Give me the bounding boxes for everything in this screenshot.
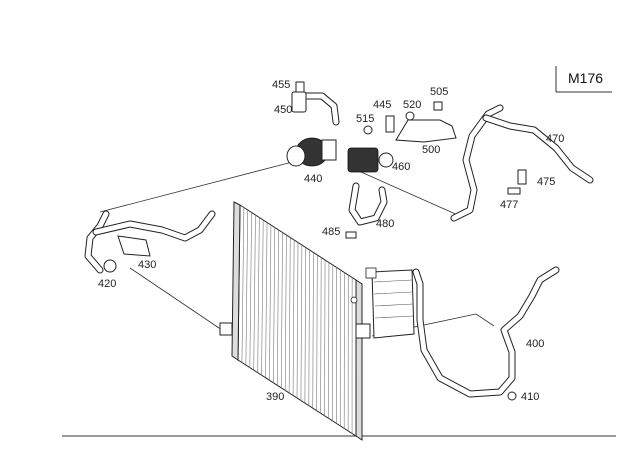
radiator-fin (277, 229, 279, 386)
radiator-fin (280, 232, 283, 388)
callouts: 455 450 445 520 505 515 470 500 460 440 … (98, 79, 564, 403)
radiator-fin (265, 222, 268, 378)
callout-400: 400 (526, 338, 544, 350)
radiator-fin (288, 237, 291, 393)
radiator-fin (257, 217, 260, 373)
callout-455: 455 (272, 79, 290, 91)
callout-500: 500 (422, 144, 440, 156)
oil-cooler (365, 267, 415, 339)
radiator (219, 201, 371, 441)
callout-475: 475 (537, 176, 555, 188)
callout-470: 470 (546, 133, 564, 145)
radiator-fin (308, 249, 310, 406)
callout-480: 480 (376, 218, 394, 230)
callout-420: 420 (98, 278, 116, 290)
callout-390: 390 (266, 391, 284, 403)
radiator-fin (324, 259, 326, 416)
callout-505: 505 (430, 86, 448, 98)
radiator-fin (245, 209, 249, 366)
callout-515: 515 (356, 113, 374, 125)
callout-450: 450 (274, 104, 292, 116)
callout-440: 440 (304, 173, 322, 185)
radiator-fin (320, 257, 322, 414)
radiator-fin (304, 247, 307, 404)
callout-485: 485 (322, 226, 340, 238)
radiator-fin (300, 244, 303, 401)
radiator-fin (241, 207, 245, 363)
radiator-fin (296, 242, 299, 399)
model-box: M176 (555, 66, 612, 93)
hoses (84, 92, 594, 398)
radiator-fin (261, 219, 264, 376)
callout-445: 445 (373, 99, 391, 111)
radiator-fin (269, 224, 272, 381)
model-code: M176 (568, 70, 603, 86)
callout-460: 460 (392, 161, 410, 173)
callout-477: 477 (500, 199, 518, 211)
radiator-fin (316, 254, 318, 411)
radiator-fin (253, 214, 256, 371)
radiator-fin (249, 212, 252, 368)
callout-410: 410 (521, 391, 539, 403)
radiator-fin (284, 234, 287, 391)
callout-430: 430 (138, 259, 156, 271)
small-parts (103, 81, 527, 401)
radiator-fin (312, 252, 314, 409)
radiator-fin (292, 239, 295, 396)
radiator-fin (273, 227, 276, 383)
callout-520: 520 (403, 99, 421, 111)
